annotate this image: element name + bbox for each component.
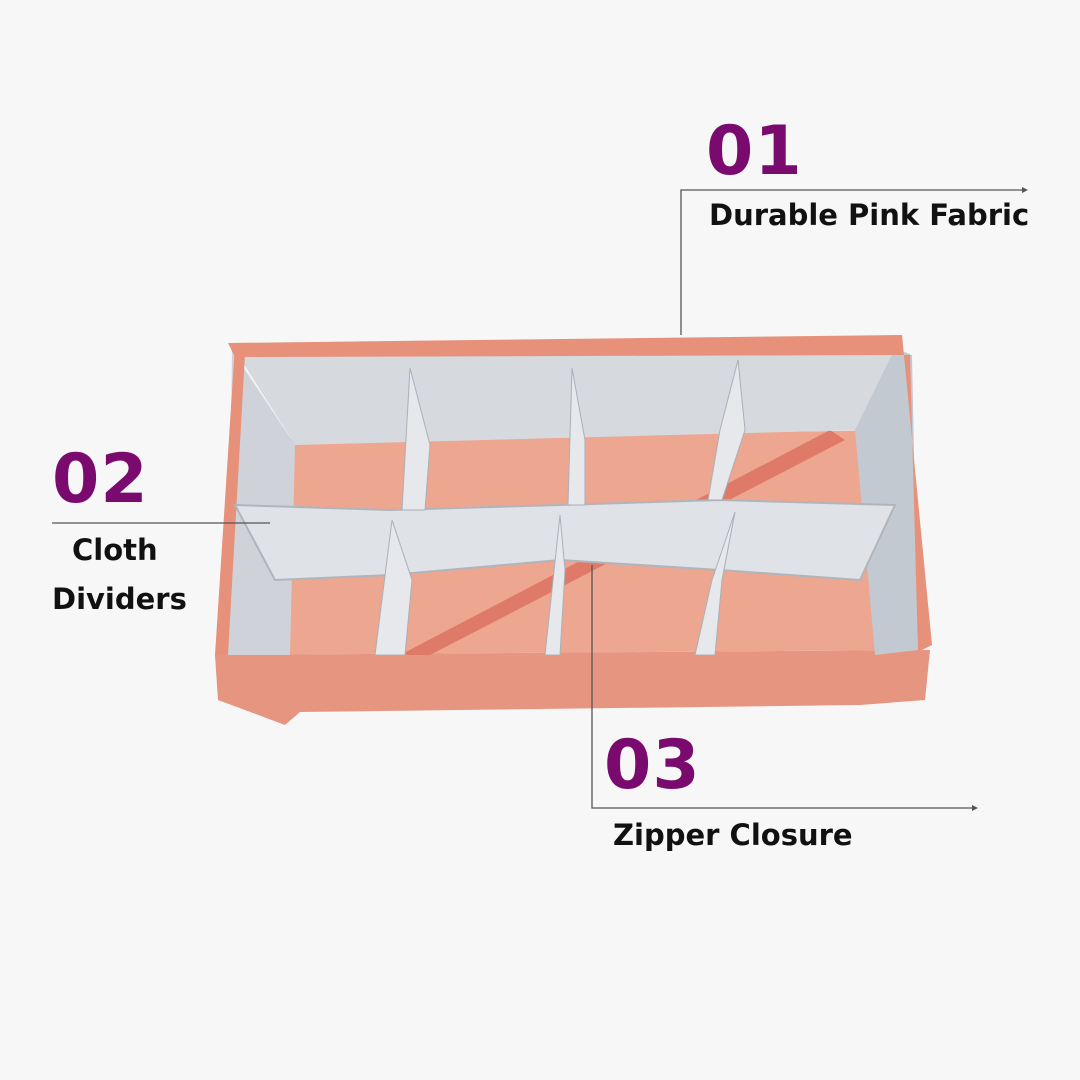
callout-line-03 xyxy=(591,565,974,809)
arrow-icon xyxy=(1022,187,1028,193)
box-right-wall xyxy=(855,348,918,655)
box-back-wall xyxy=(238,348,895,445)
callout-line-01 xyxy=(680,189,1024,335)
box-front-face xyxy=(215,650,930,725)
feature-number-02: 02 xyxy=(52,440,149,519)
feature-label-03: Zipper Closure xyxy=(613,818,853,852)
cloth-divider xyxy=(544,514,566,656)
arrow-icon xyxy=(972,805,978,811)
feature-label-02-line2: Dividers xyxy=(52,582,187,616)
cloth-divider xyxy=(401,367,431,511)
feature-label-02-line1: Cloth xyxy=(72,533,158,567)
cloth-divider xyxy=(567,367,586,506)
cloth-divider xyxy=(694,511,736,656)
feature-label-01: Durable Pink Fabric xyxy=(709,198,1030,232)
feature-number-01: 01 xyxy=(706,112,803,191)
feature-number-03: 03 xyxy=(604,726,701,805)
cloth-divider xyxy=(374,519,413,656)
cloth-divider xyxy=(707,359,746,501)
